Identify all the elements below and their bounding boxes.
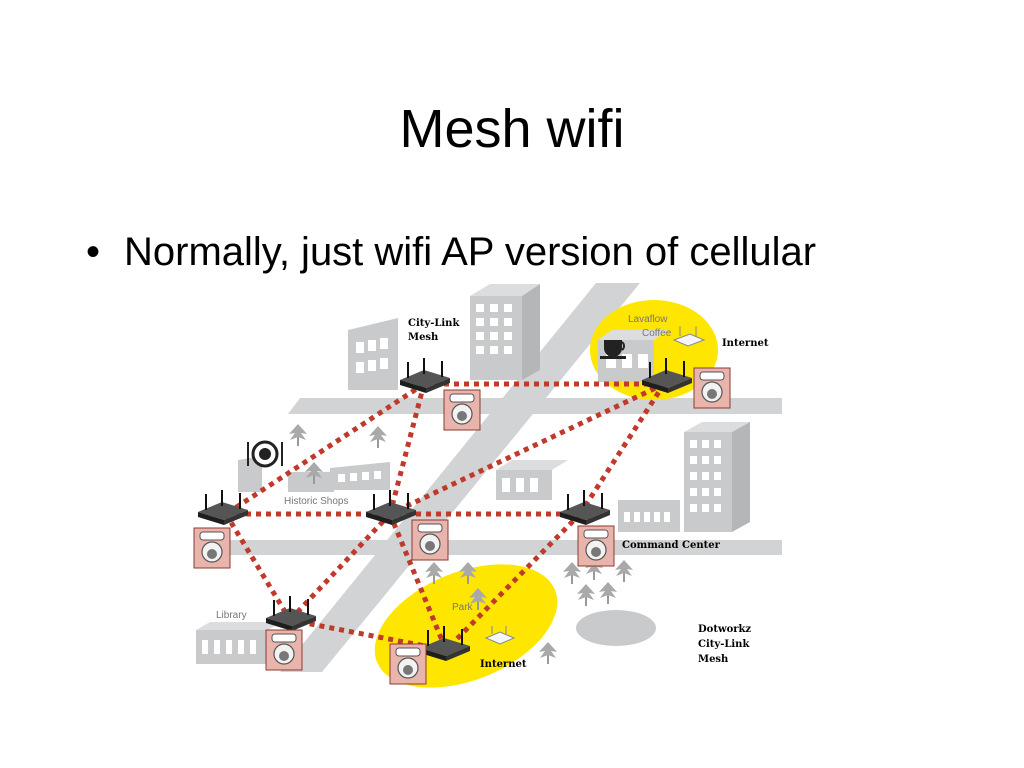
building-tower-top xyxy=(470,284,540,380)
router-icon xyxy=(399,357,451,394)
bullet-glyph: • xyxy=(86,230,101,274)
bullet-text: Normally, just wifi AP version of cellul… xyxy=(124,230,817,274)
label-city-link-mesh: City-Link Mesh xyxy=(408,318,463,343)
label-internet-bottom: Internet xyxy=(480,659,527,670)
slide-title: Mesh wifi xyxy=(399,99,625,159)
label-lavaflow-coffee: Lavaflow Coffee xyxy=(628,314,672,339)
internet-gateway-icon xyxy=(484,326,706,645)
label-library: Library xyxy=(216,610,247,621)
camera-icon xyxy=(265,629,303,671)
building-library xyxy=(196,622,282,664)
coffee-cup-icon xyxy=(600,340,626,359)
camera-icon xyxy=(389,643,427,685)
building-center xyxy=(496,460,568,500)
camera-icon xyxy=(193,527,231,569)
label-park: Park xyxy=(452,602,474,613)
building-historic-shops xyxy=(238,456,390,492)
road-network xyxy=(196,283,782,672)
router-icon xyxy=(197,489,249,526)
building-command-center xyxy=(618,422,750,532)
camera-icon xyxy=(443,389,481,431)
label-command-center: Command Center xyxy=(622,540,721,551)
camera-icon xyxy=(577,525,615,567)
bullet-item: • Normally, just wifi AP version of cellu… xyxy=(86,230,816,275)
label-dotworkz: Dotworkz City-Link Mesh xyxy=(698,624,755,665)
camera-icon xyxy=(693,367,731,409)
camera-icon xyxy=(411,519,449,561)
label-historic-shops: Historic Shops xyxy=(284,496,348,507)
pond xyxy=(576,610,656,646)
router-icon xyxy=(559,489,611,526)
building-top-left xyxy=(348,318,398,390)
label-internet-top: Internet xyxy=(722,338,769,349)
restaurant-plate-icon xyxy=(247,440,283,468)
